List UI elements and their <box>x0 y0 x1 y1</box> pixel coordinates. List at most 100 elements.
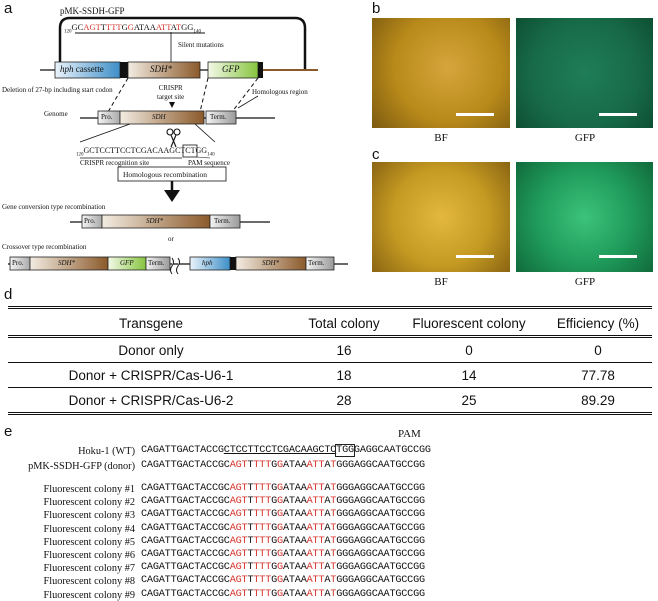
sequence-bases: T <box>247 575 254 587</box>
mutation-bases: G <box>277 535 283 547</box>
sequence-bases: GGGAGGCAATGCCGG <box>336 588 425 600</box>
mutation-bases: G <box>277 483 283 494</box>
mutation-bases: ATT <box>306 562 325 574</box>
colony-label: Fluorescent colony #6 <box>43 550 135 561</box>
sequence-bases: A <box>324 588 331 600</box>
sequence-bases: T <box>247 549 254 560</box>
sequence-bases: A <box>324 522 331 534</box>
cross-sdh-label: SDH* <box>58 259 76 267</box>
plasmid-seq-bases: GCAGTTTTTGGATAAATTATGG <box>72 22 194 32</box>
mutation-bases: TTT <box>253 460 272 471</box>
sequence-bases: G <box>271 588 278 600</box>
cross-sdh2-label: SDH* <box>262 259 280 267</box>
mutation-bases: ATT <box>306 522 325 534</box>
mutation-bases: ATT <box>306 496 325 508</box>
mutation-bases: G <box>277 496 283 508</box>
donor-sequence: CAGATTGACTACCGCAGTTTTTGGATAAATTATGGGAGGC… <box>141 460 425 471</box>
wt-sequence: CAGATTGACTACCGCTCCTTCCTCGACAAGCTCTGGGAGG… <box>141 444 431 457</box>
mutation-bases: T <box>330 575 337 587</box>
sequence-bases: CAGATTGACTACCGC <box>141 522 230 534</box>
sequence-bases: T <box>247 460 254 471</box>
sequence-bases: A <box>170 22 176 32</box>
wt-label: Hoku-1 (WT) <box>78 446 135 457</box>
sequence-bases: GGGAGGCAATGCCGG <box>336 575 425 587</box>
sequence-bases: A <box>324 549 331 560</box>
crispr-recognition-label: CRISPR recognition site <box>80 159 150 167</box>
mutation-bases: T <box>330 549 337 560</box>
colony-sequence: CAGATTGACTACCGCAGTTTTTGGATAAATTATGGGAGGC… <box>141 496 425 507</box>
sequence-bases: T <box>100 22 106 32</box>
sequence-bases: G <box>271 522 278 534</box>
mutation-bases: ATT <box>306 460 325 471</box>
mutation-bases: G <box>277 522 283 534</box>
mutation-bases: AGT <box>229 509 248 521</box>
colony-label: Fluorescent colony #4 <box>43 523 135 535</box>
mutation-bases: ATT <box>306 588 325 600</box>
mutation-bases: TTT <box>253 509 272 521</box>
plasmid-seq-end: 140 <box>193 29 201 35</box>
sequence-bases: G <box>121 22 128 32</box>
mutation-bases: ATT <box>155 22 171 32</box>
table-row: Donor only 16 0 0 <box>8 337 652 363</box>
sequence-bases: A <box>324 509 331 521</box>
sequence-bases: CAGATTGACTACCGC <box>141 575 230 587</box>
conv-term-label: Term. <box>214 217 231 225</box>
mutation-bases: AGT <box>229 522 248 534</box>
colony-label: Fluorescent colony #9 <box>43 589 135 601</box>
sequence-bases: A <box>324 575 331 587</box>
recognition-sequence: 120GCTCCTTCCTCGACAAGCTCTGG140 <box>76 146 215 158</box>
gfp-image-c <box>516 162 653 272</box>
genome-sdh-label: SDH <box>152 113 166 121</box>
colony-label: Fluorescent colony #1 <box>43 484 135 495</box>
colony-sequence: CAGATTGACTACCGCAGTTTTTGGATAAATTATGGGAGGC… <box>141 562 425 573</box>
sequence-bases: CAGATTGACTACCGC <box>141 549 230 560</box>
conv-sdh-label: SDH* <box>146 217 164 225</box>
cross-hph-label: hph <box>202 259 213 267</box>
cell-transgene: Donor + CRISPR/Cas-U6-2 <box>68 392 234 408</box>
sequence-bases: G <box>271 496 278 508</box>
sequence-bases: CAGATTGACTACCGC <box>141 535 230 547</box>
mutation-bases: G <box>277 588 283 600</box>
mutation-bases: AGT <box>229 562 248 574</box>
sequence-bases: CAGATTGACTACCGC <box>141 562 230 574</box>
sequence-bases: CAGATTGACTACCGC <box>141 509 230 521</box>
sequence-bases: G <box>271 535 278 547</box>
gfp-image-b <box>516 18 653 128</box>
colony-sequence: CAGATTGACTACCGCAGTTTTTGGATAAATTATGGGAGGC… <box>141 509 425 520</box>
mutation-bases: TTT <box>253 535 272 547</box>
colony-label: Fluorescent colony #5 <box>43 536 135 548</box>
mutation-bases: AGT <box>83 22 101 32</box>
cell-total: 28 <box>336 392 352 408</box>
cross-term-label: Term. <box>148 259 165 267</box>
mutation-bases: ATT <box>306 575 325 587</box>
pam-sequence-label: PAM sequence <box>188 159 230 167</box>
cell-efficiency: 89.29 <box>581 392 615 408</box>
mutation-bases: G <box>277 562 283 574</box>
cell-efficiency: 77.78 <box>581 367 615 383</box>
plasmid-sequence: 120GCAGTTTTTGGATAAATTATGG140 <box>64 22 201 35</box>
crossover-label: Crossover type recombination <box>2 243 87 251</box>
conv-pro-label: Pro. <box>84 217 96 225</box>
or-label: or <box>168 235 174 243</box>
sequence-bases: T <box>247 522 254 534</box>
gfp-label: GFP <box>222 64 240 74</box>
scale-bar <box>599 113 637 116</box>
panel-b-letter: b <box>372 0 381 17</box>
colony-label: Fluorescent colony #2 <box>43 497 135 509</box>
sequence-bases: T <box>247 509 254 521</box>
panel-d-letter: d <box>4 286 13 303</box>
cell-efficiency: 0 <box>594 342 602 358</box>
sequence-bases: GGGAGGCAATGCCGG <box>336 496 425 508</box>
mutation-bases: ATT <box>306 535 325 547</box>
colony-sequence: CAGATTGACTACCGCAGTTTTTGGATAAATTATGGGAGGC… <box>141 589 425 600</box>
mutation-bases: T <box>330 522 337 534</box>
mutation-bases: AGT <box>229 575 248 587</box>
mutation-bases: TTT <box>253 483 272 494</box>
hph-cassette-label: hph cassette <box>60 64 104 74</box>
colony-sequence: CAGATTGACTACCGCAGTTTTTGGATAAATTATGGGAGGC… <box>141 549 425 560</box>
colony-label: Fluorescent colony #3 <box>43 510 135 522</box>
sequence-bases: ATAA <box>282 575 307 587</box>
scale-bar <box>456 113 494 116</box>
colony-sequence: CAGATTGACTACCGCAGTTTTTGGATAAATTATGGGAGGC… <box>141 483 425 494</box>
silent-mutations-label: Silent mutations <box>178 41 224 49</box>
